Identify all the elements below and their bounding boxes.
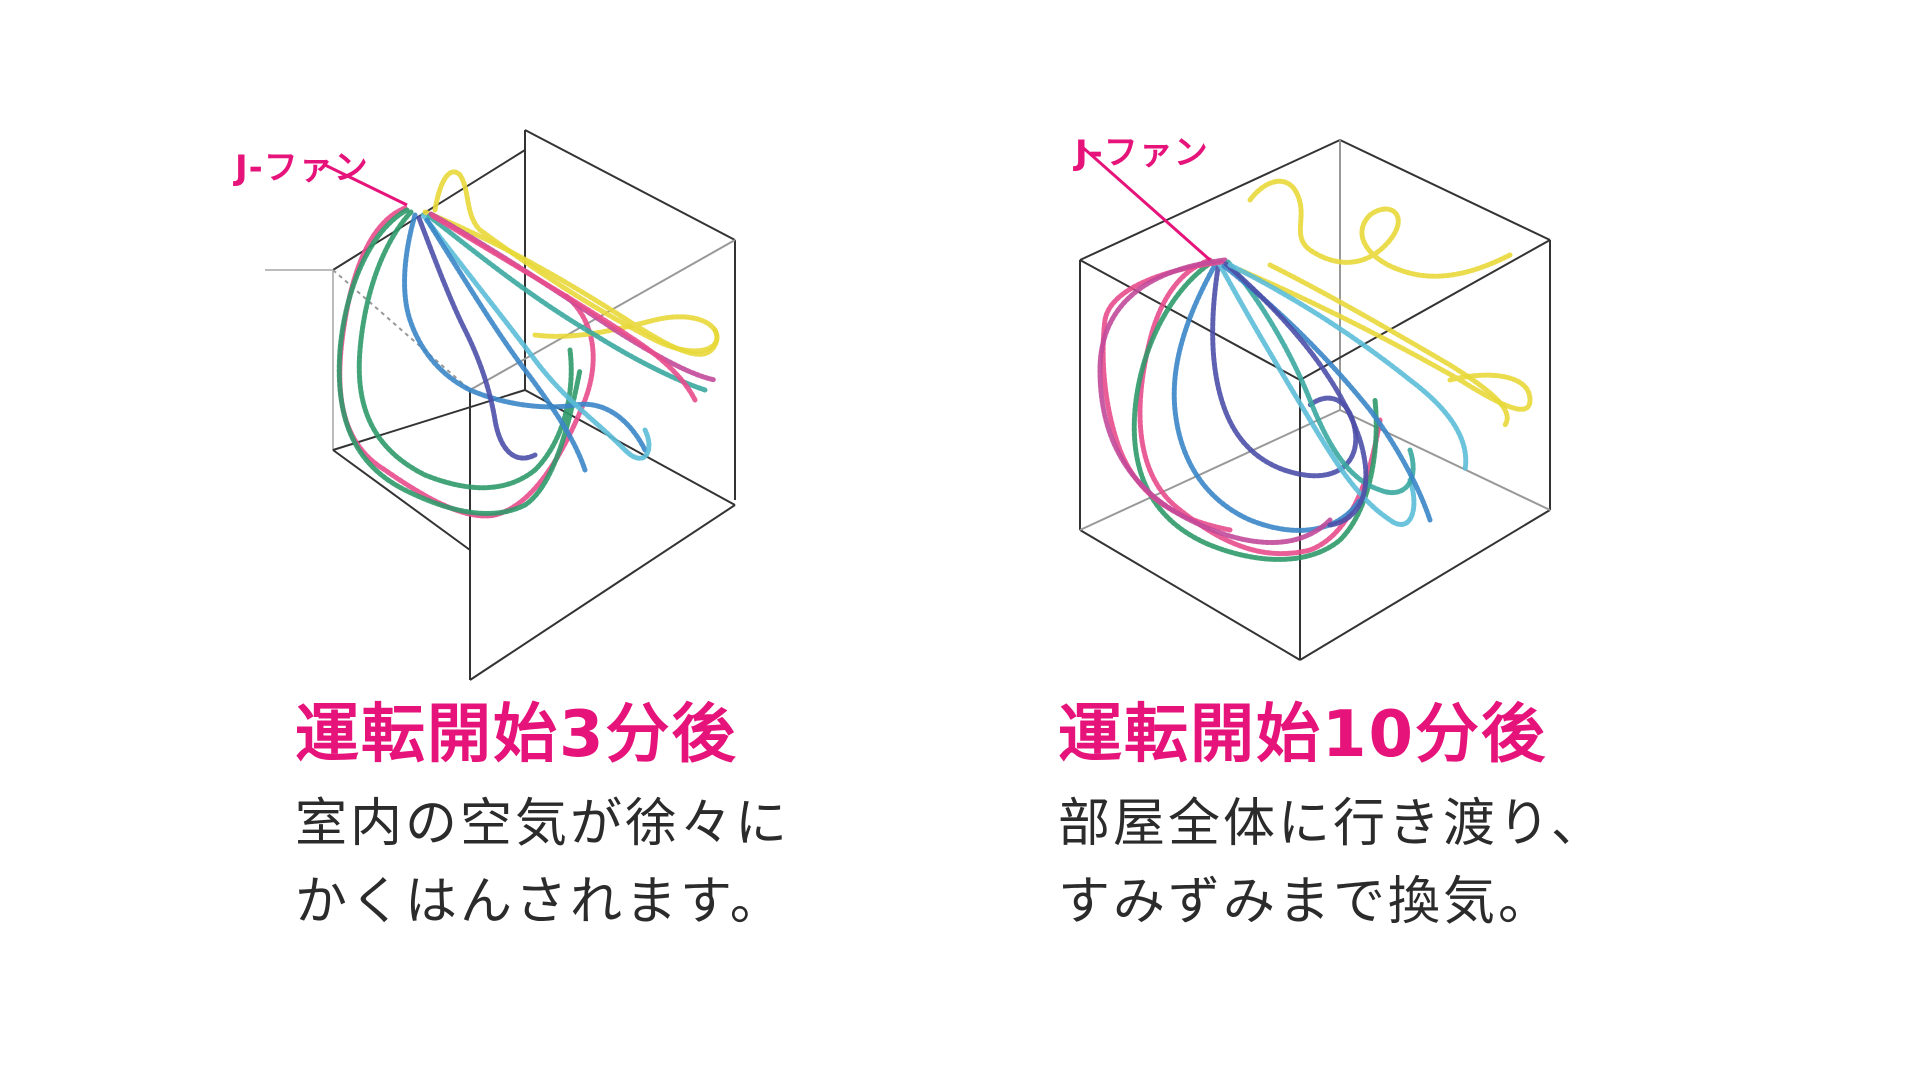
airflow-streamline	[1137, 257, 1383, 557]
airflow-streamline	[1171, 262, 1363, 533]
airflow-streamline	[1223, 261, 1369, 528]
fan-label: J-ファン	[1075, 133, 1209, 173]
airflow-diagram-10min	[1079, 139, 1551, 661]
airflow-streamline	[402, 212, 648, 453]
airflow-streamline	[424, 217, 588, 473]
airflow-streams	[336, 169, 720, 519]
caption-title: 運転開始10分後	[1058, 698, 1548, 772]
room-box	[265, 129, 736, 681]
diagram-panel-3min: J-ファン 運転開始3分後 室内の空気が徐々に かくはんされます。	[235, 0, 995, 1080]
airflow-streamline	[426, 213, 708, 393]
airflow-streamline	[336, 207, 583, 516]
airflow-diagram-3min	[265, 129, 736, 681]
airflow-streamline	[1131, 259, 1379, 562]
caption-line-1: 部屋全体に行き渡り、	[1058, 794, 1606, 854]
diagram-panel-10min: J-ファン 運転開始10分後 部屋全体に行き渡り、 すみずみまで換気。	[1010, 0, 1770, 1080]
airflow-streamline	[1267, 262, 1510, 428]
airflow-streamline	[420, 212, 652, 461]
caption-description: 部屋全体に行き渡り、 すみずみまで換気。	[1058, 785, 1606, 941]
caption-line-2: すみずみまで換気。	[1058, 872, 1554, 932]
airflow-streamline	[1247, 178, 1513, 279]
airflow-streamline	[430, 213, 698, 403]
airflow-streamline	[416, 215, 538, 461]
caption-10min: 運転開始10分後 部屋全体に行き渡り、 すみずみまで換気。	[1058, 695, 1606, 941]
fan-label: J-ファン	[235, 148, 369, 188]
caption-line-1: 室内の空気が徐々に	[295, 794, 791, 854]
airflow-streams	[1097, 178, 1533, 562]
caption-title: 運転開始3分後	[295, 698, 738, 772]
caption-description: 室内の空気が徐々に かくはんされます。	[295, 785, 790, 941]
airflow-streamline	[1237, 267, 1533, 412]
caption-3min: 運転開始3分後 室内の空気が徐々に かくはんされます。	[295, 695, 790, 941]
airflow-streamline	[1225, 259, 1416, 496]
airflow-streamline	[1097, 257, 1333, 545]
airflow-streamline	[356, 209, 574, 491]
fan-leader-line	[324, 163, 408, 207]
airflow-streamline	[1227, 262, 1469, 473]
airflow-streamline	[1217, 262, 1417, 527]
airflow-streamline	[1221, 263, 1433, 523]
fan-leader-line	[1079, 143, 1211, 262]
airflow-streamline	[432, 169, 720, 354]
caption-line-2: かくはんされます。	[295, 872, 785, 932]
